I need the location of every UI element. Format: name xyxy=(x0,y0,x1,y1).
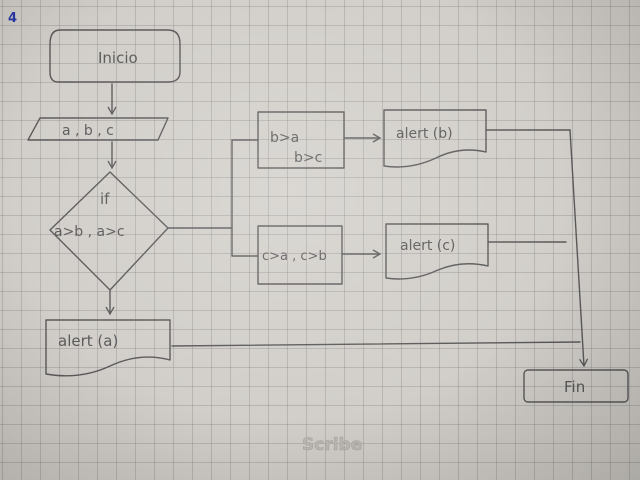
condition-c-label: c>a , c>b xyxy=(262,249,327,264)
alert-c-label: alert (c) xyxy=(400,238,455,254)
alert-b-label: alert (b) xyxy=(396,126,453,142)
input-label: a , b , c xyxy=(62,123,114,139)
condition-b-box xyxy=(257,111,345,169)
alert-b-document-shape xyxy=(383,109,487,168)
alert-a-document-shape xyxy=(45,319,171,377)
corner-mark: 4 xyxy=(8,11,17,26)
decision-label-condition: a>b , a>c xyxy=(54,224,125,240)
alert-c-document-shape xyxy=(385,223,489,280)
input-parallelogram-shape xyxy=(27,117,169,141)
alert-a-label: alert (a) xyxy=(58,332,118,350)
end-terminator-shape xyxy=(523,369,629,403)
condition-c-box xyxy=(257,225,343,285)
line-alert-a-to-fin xyxy=(171,341,581,347)
scribe-logo: Scribe xyxy=(302,435,362,455)
start-terminator-shape xyxy=(49,29,181,83)
line-right-rail xyxy=(569,129,589,368)
condition-b-label-2: b>c xyxy=(294,150,322,166)
start-label: Inicio xyxy=(98,49,138,67)
condition-b-label-1: b>a xyxy=(270,130,299,146)
end-label: Fin xyxy=(564,378,585,396)
decision-label-if: if xyxy=(100,190,110,208)
